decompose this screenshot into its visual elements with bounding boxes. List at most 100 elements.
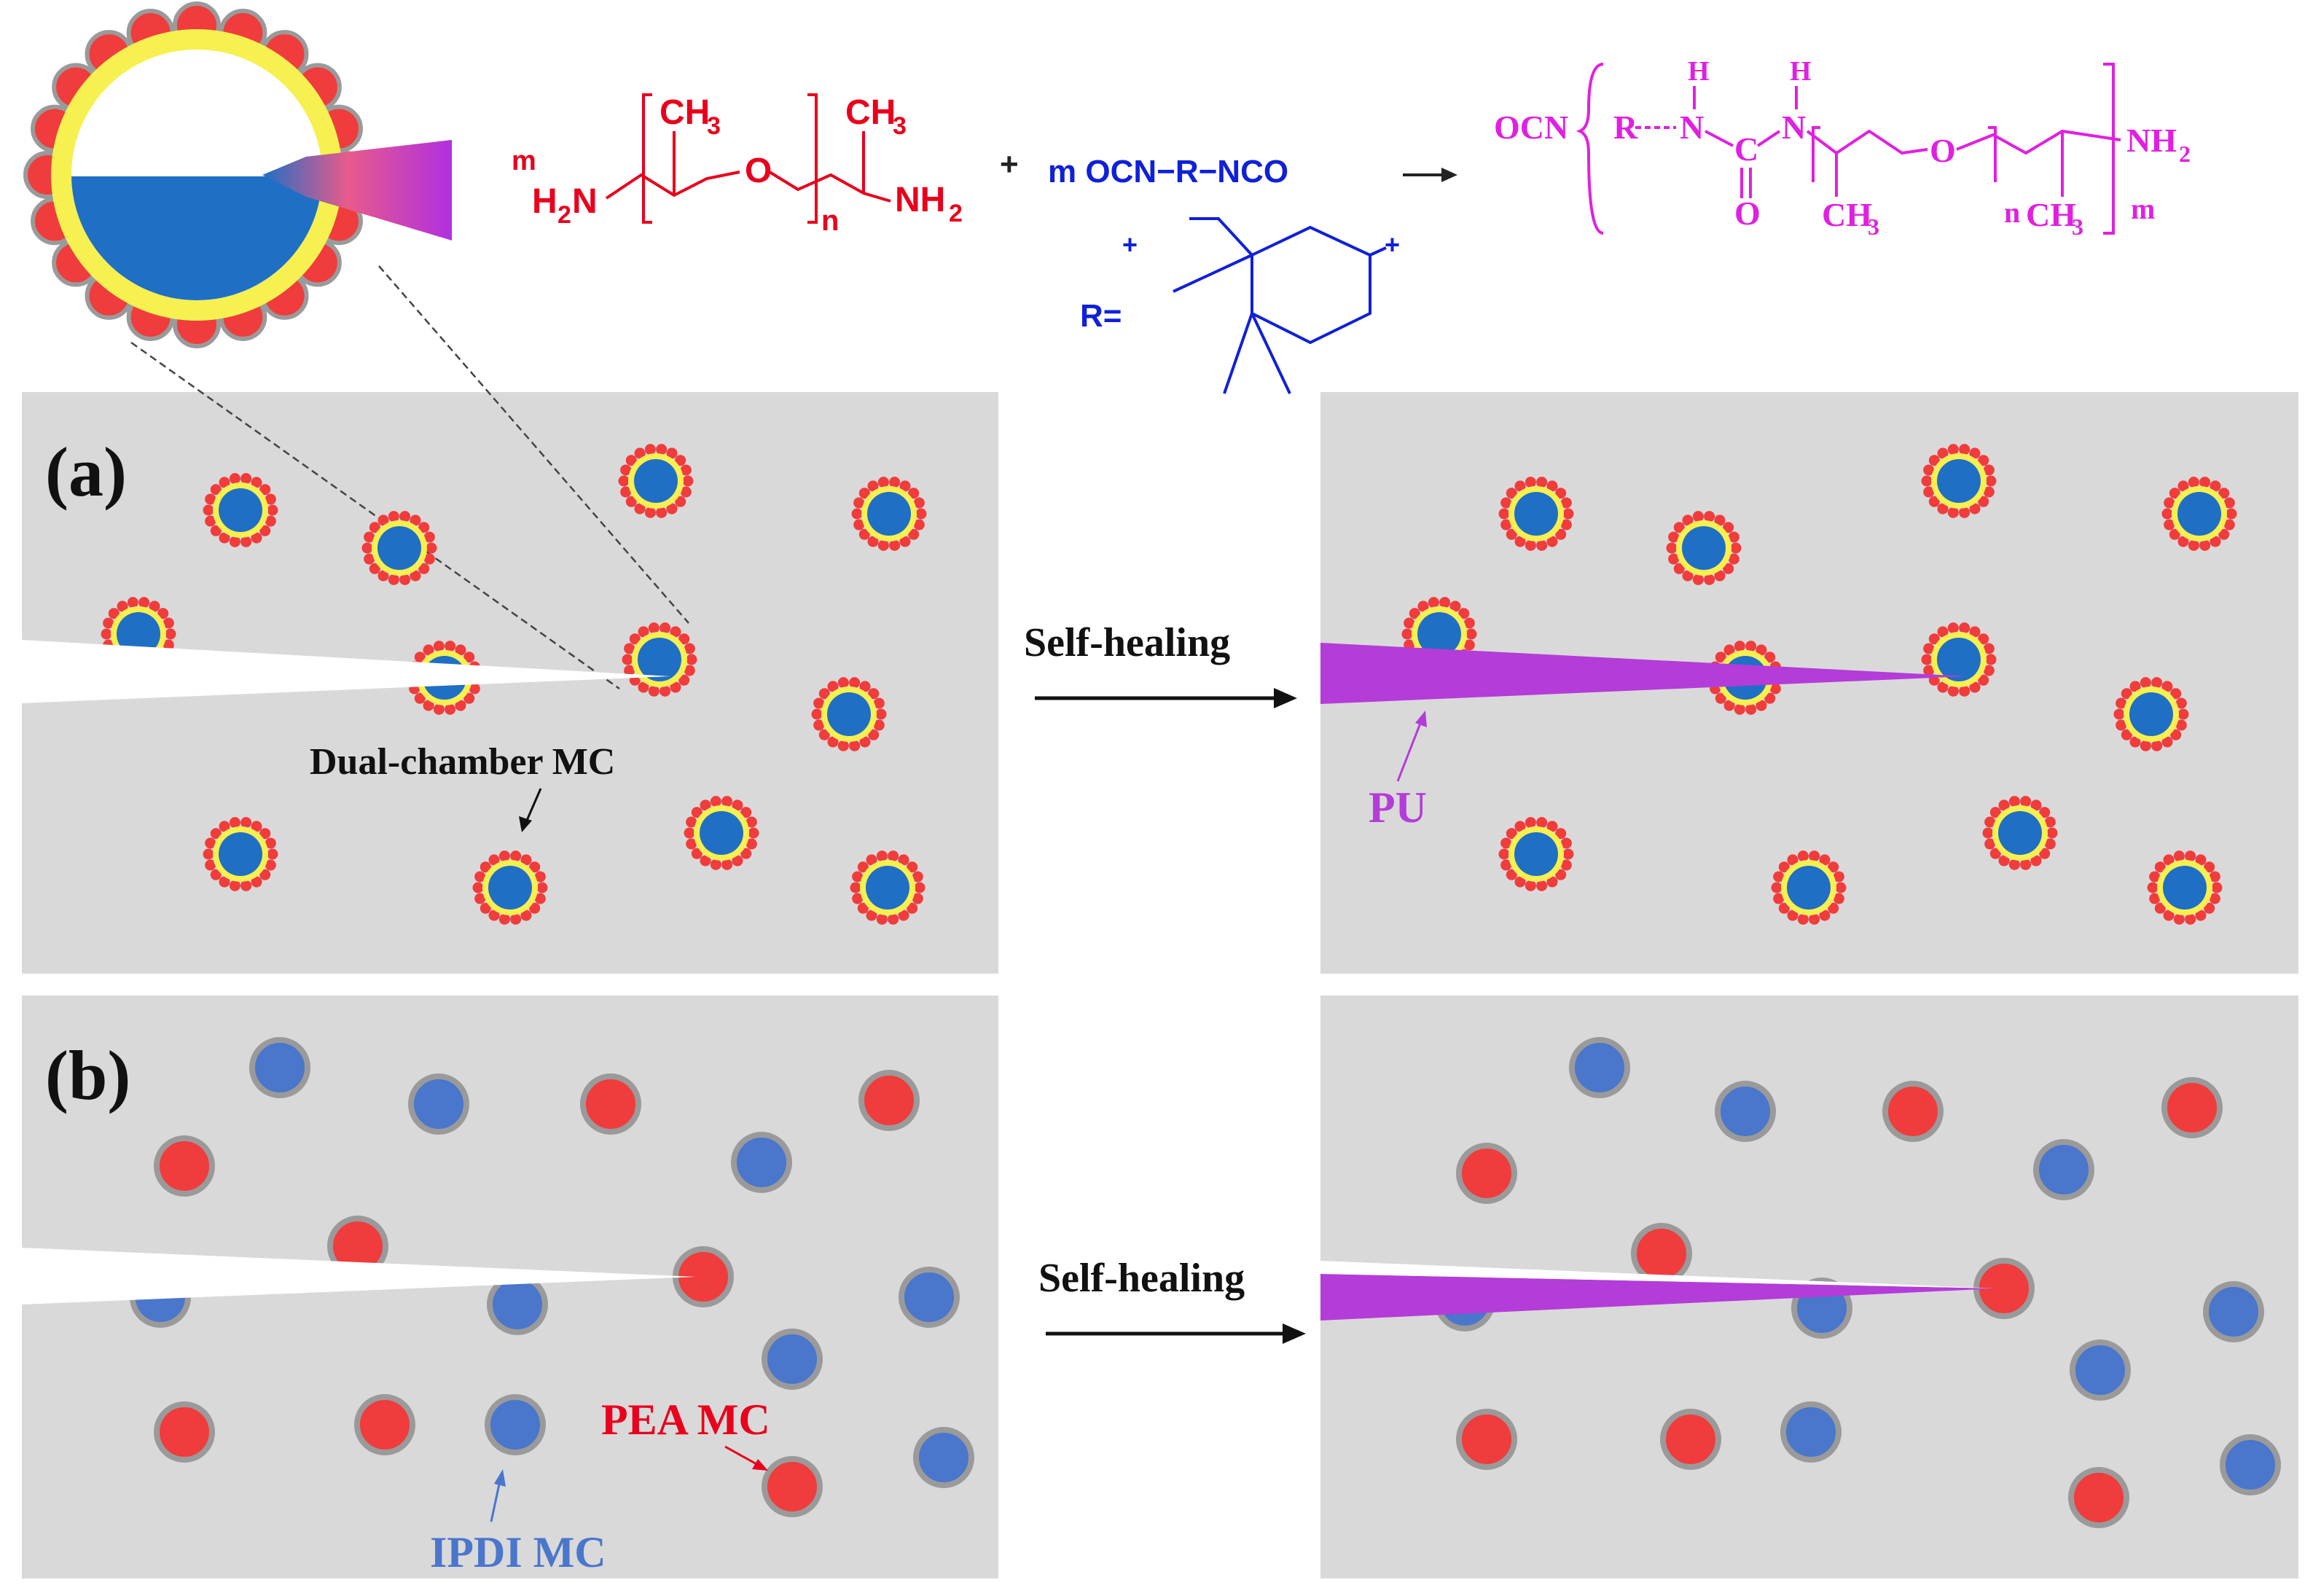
pea-dot xyxy=(2195,910,2207,921)
pea-dot xyxy=(1560,519,1572,531)
pea-dot xyxy=(1734,703,1745,715)
pea-dot xyxy=(240,817,252,829)
pea-dot xyxy=(138,597,150,609)
ipdi-core xyxy=(2129,692,2173,736)
r-equals-label: R= xyxy=(1080,298,1122,334)
pea-dot xyxy=(1562,848,1574,860)
ipdi-core xyxy=(866,866,909,910)
pea-dot xyxy=(2177,480,2189,492)
pea-dot xyxy=(1978,455,1989,466)
pea-dot xyxy=(265,515,276,527)
pea-dot xyxy=(240,536,252,547)
panel-b-label: (b) xyxy=(45,1036,130,1114)
pea-dot xyxy=(1764,652,1776,663)
pea-dot xyxy=(1714,570,1726,582)
pea-dot xyxy=(2169,528,2180,540)
ipdi-core xyxy=(638,638,681,681)
pea-dot xyxy=(670,626,681,638)
pea-dot xyxy=(251,477,262,488)
product-ether-o: O xyxy=(1930,132,1956,169)
pea-dot xyxy=(474,893,486,904)
pea-dot xyxy=(660,622,671,634)
pea-dot xyxy=(1947,685,1959,697)
pea-dot xyxy=(1500,837,1512,849)
pea-dot xyxy=(1937,447,1949,459)
pea-dot xyxy=(157,608,169,619)
pea-dot xyxy=(463,652,475,663)
pea-dot xyxy=(1923,665,1935,676)
pea-dot xyxy=(1506,869,1517,880)
h-subscript: 2 xyxy=(557,201,571,229)
pea-dot xyxy=(265,859,276,871)
pea-dot xyxy=(445,703,456,715)
ipdi-core xyxy=(1682,526,1726,570)
pea-dot xyxy=(620,464,632,476)
pea-dot xyxy=(1769,683,1781,695)
pea-dot xyxy=(2210,480,2221,492)
pea-dot xyxy=(2140,740,2151,751)
pea-dot xyxy=(1937,626,1949,638)
ipdi-microcapsule xyxy=(249,1037,310,1098)
pea-dot xyxy=(1458,608,1470,619)
pea-dot xyxy=(388,511,399,523)
dual-chamber-mc-label: Dual-chamber MC xyxy=(310,741,615,783)
pea-dot xyxy=(2030,799,2042,811)
pea-dot xyxy=(1833,893,1844,904)
dual-chamber-microcapsule xyxy=(811,677,887,751)
pea-dot xyxy=(849,677,861,689)
pea-dot xyxy=(414,652,426,663)
pea-dot xyxy=(656,506,668,518)
dual-chamber-microcapsule xyxy=(1921,444,1997,518)
pea-dot xyxy=(265,493,276,505)
pea-dot xyxy=(866,910,877,921)
pea-dot xyxy=(229,536,240,547)
pea-dot xyxy=(732,855,743,867)
pea-dot xyxy=(740,807,752,818)
pea-dot xyxy=(1985,475,1997,487)
pea-dot xyxy=(849,740,861,751)
pea-mc-label: PEA MC xyxy=(601,1396,770,1444)
ipdi-core xyxy=(1514,492,1558,536)
release-fan xyxy=(262,140,452,240)
pea-dot xyxy=(1921,475,1933,487)
pea-dot xyxy=(1723,522,1734,533)
pea-dot xyxy=(2226,508,2237,520)
pea-dot xyxy=(1723,563,1734,574)
pea-dot xyxy=(418,563,430,574)
pea-dot xyxy=(678,633,690,645)
pea-dot xyxy=(898,910,909,921)
pea-dot xyxy=(2169,488,2180,499)
pea-dot xyxy=(1959,622,1970,634)
pea-dot xyxy=(1771,882,1782,893)
pea-dot xyxy=(1809,913,1820,925)
pea-dot xyxy=(463,692,475,704)
pea-dot xyxy=(1984,816,1996,828)
ipdi-microcapsule xyxy=(1569,1037,1630,1098)
pea-dot xyxy=(644,444,656,455)
pea-dot xyxy=(163,639,174,651)
dual-chamber-microcapsule xyxy=(851,477,927,551)
pea-dot xyxy=(876,913,888,925)
pea-dot xyxy=(648,685,660,697)
pea-dot xyxy=(740,848,752,859)
pea-dot xyxy=(2170,688,2182,700)
pea-dot xyxy=(1828,902,1839,914)
self-healing-label-b: Self-healing xyxy=(1038,1256,1245,1301)
pea-dot xyxy=(1937,681,1949,693)
pea-dot xyxy=(634,503,646,515)
pea-dot xyxy=(1928,455,1940,466)
pea-dot xyxy=(1673,563,1685,574)
pea-dot xyxy=(1773,893,1785,904)
pea-dot xyxy=(1969,681,1981,693)
pea-dot xyxy=(219,821,230,832)
pea-dot xyxy=(1778,861,1790,873)
pea-dot xyxy=(2185,913,2196,925)
dual-chamber-microcapsule xyxy=(1498,477,1574,551)
pea-dot xyxy=(680,464,692,476)
pea-dot xyxy=(1536,539,1548,551)
dual-chamber-microcapsule xyxy=(203,473,278,547)
pea-dot xyxy=(2020,796,2032,807)
pu-label: PU xyxy=(1369,783,1427,832)
product-r: R xyxy=(1613,109,1638,146)
panel-a-right-microcapsules xyxy=(1401,444,2237,925)
